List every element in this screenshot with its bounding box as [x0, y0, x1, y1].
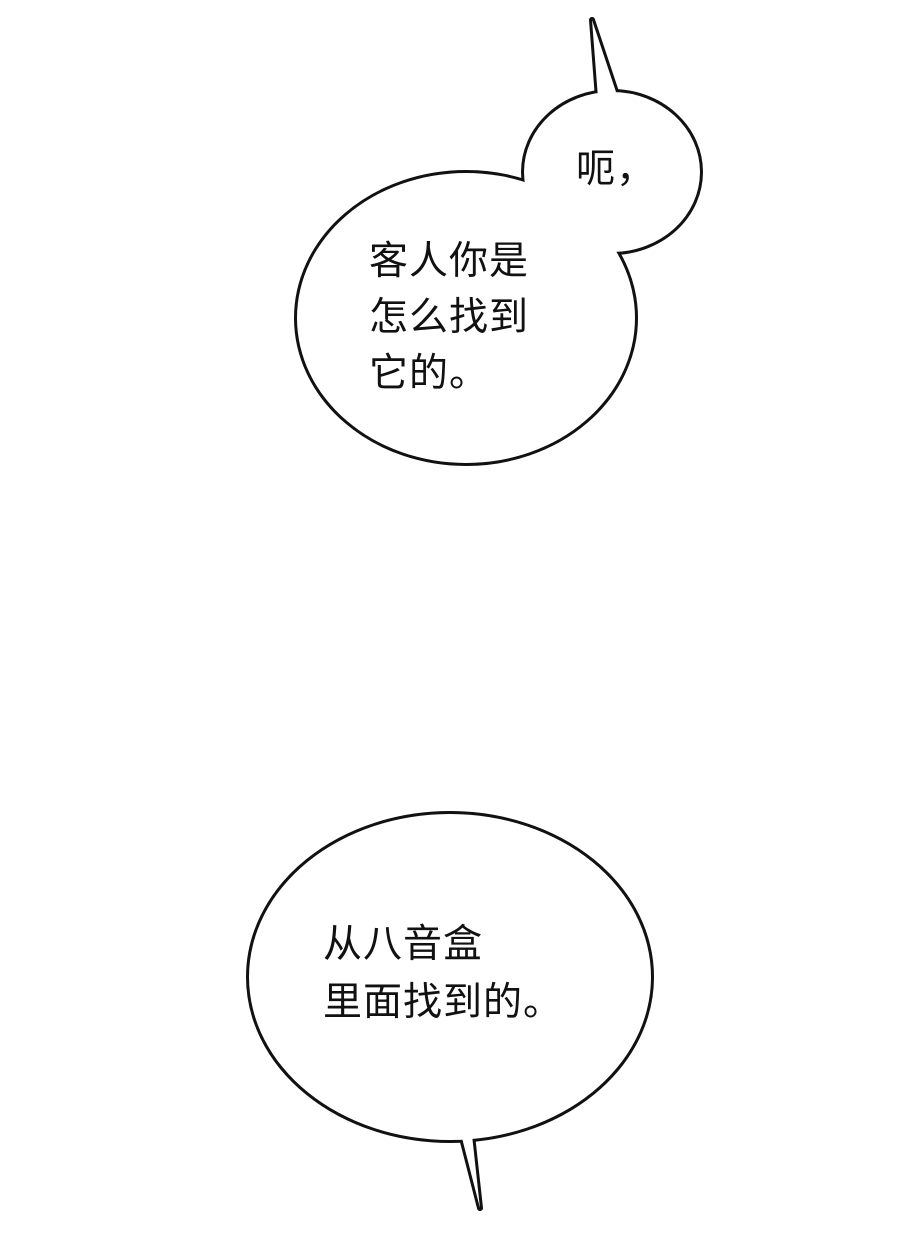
speech-bubble-bottom — [246, 811, 654, 1211]
bubble-1-line-1: 呃， — [576, 147, 657, 192]
bubble-3-line-1: 从八音盒 — [323, 922, 484, 967]
bubble-2-line-3: 它的。 — [369, 351, 490, 396]
speech-bubble-top — [294, 17, 703, 466]
bubble-2-line-1: 客人你是 — [369, 239, 530, 284]
bubble-3-line-2: 里面找到的。 — [323, 980, 564, 1025]
bubble-2-line-2: 怎么找到 — [369, 295, 530, 340]
